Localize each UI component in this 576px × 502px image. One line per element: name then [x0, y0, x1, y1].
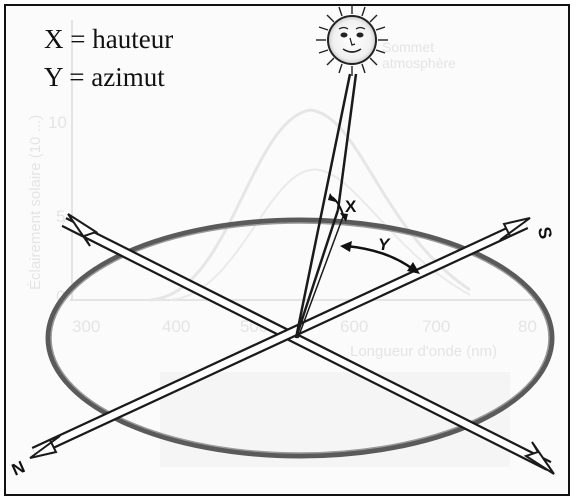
tick-300: 300: [72, 317, 100, 336]
azimuth-angle-arc: [345, 244, 415, 271]
label-south: S: [534, 225, 556, 240]
tick-600: 600: [340, 317, 368, 336]
legend-azimuth: Y = azimut: [44, 62, 165, 92]
label-height-x: X: [345, 197, 357, 216]
background-annotation-2: atmosphère: [382, 55, 456, 71]
background-ylabel: Éclairement solaire (10 ...): [27, 115, 44, 290]
tick-y-5: 5: [56, 207, 65, 226]
background-curve-2: [169, 168, 471, 301]
background-xlabel: Longueur d'onde (nm): [350, 343, 497, 360]
height-arc-arrow-top: [328, 193, 336, 202]
legend: X = hauteur Y = azimut: [44, 20, 173, 96]
horizon-ellipse: [45, 217, 555, 459]
label-north: N: [9, 457, 28, 479]
height-arc-arrow-bottom: [340, 213, 348, 222]
background-annotation-1: Sommet: [382, 39, 434, 55]
legend-height: X = hauteur: [44, 24, 174, 54]
label-azimuth-y: Y: [378, 235, 391, 254]
sun-vertical-line: [336, 73, 358, 211]
tick-y-10: 10: [48, 113, 67, 132]
azimuth-arc-arrow-left: [340, 241, 352, 252]
arrowhead-north: [29, 435, 61, 459]
tick-400: 400: [162, 317, 190, 336]
azimuth-arc-arrow-right: [407, 262, 420, 274]
sun-icon: [316, 4, 388, 76]
azimuth-line: [297, 213, 345, 339]
arrowhead-west: [67, 213, 99, 247]
arrowhead-south: [499, 217, 531, 241]
tick-700: 700: [422, 317, 450, 336]
sun-projection-line: [294, 209, 340, 339]
axis-west-east: [61, 213, 555, 475]
arrowhead-east: [523, 441, 555, 475]
background-curve: [149, 108, 471, 302]
tick-y-0: 0: [56, 287, 65, 306]
axis-south-north: [29, 217, 531, 459]
tick-80: 80: [518, 317, 537, 336]
sun-ray-to-observer: [294, 73, 352, 339]
horizon-ellipse-inner: [50, 222, 550, 454]
